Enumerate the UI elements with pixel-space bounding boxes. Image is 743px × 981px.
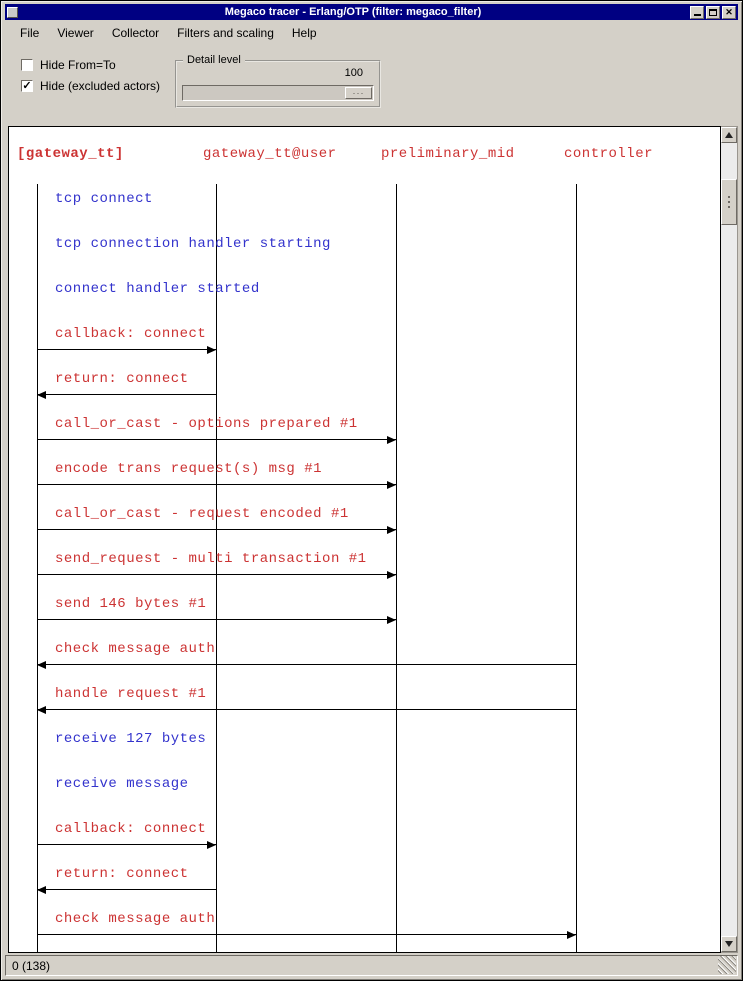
message-arrow-line <box>37 439 396 440</box>
actor-label[interactable]: controller <box>564 146 654 162</box>
message-arrow-line <box>37 349 216 350</box>
actor-label[interactable]: gateway_tt@user <box>203 146 337 162</box>
detail-level-value: 100 <box>344 67 363 79</box>
maximize-icon <box>709 8 717 16</box>
event-label[interactable]: call_or_cast - options prepared #1 <box>55 416 358 432</box>
detail-level-group: Detail level 100 ··· <box>175 54 381 108</box>
message-arrowhead <box>387 436 396 444</box>
event-label[interactable]: connect handler started <box>55 281 260 297</box>
window-title: Megaco tracer - Erlang/OTP (filter: mega… <box>224 5 482 18</box>
event-label[interactable]: receive 127 bytes <box>55 731 207 747</box>
menu-item-collector[interactable]: Collector <box>111 25 160 40</box>
event-label[interactable]: send 146 bytes #1 <box>55 596 207 612</box>
message-arrowhead <box>37 886 46 894</box>
message-arrow-line <box>37 529 396 530</box>
event-label[interactable]: return: connect <box>55 866 189 882</box>
scrollbar-thumb[interactable] <box>721 179 737 225</box>
message-arrowhead <box>207 841 216 849</box>
actor-lifeline <box>396 184 397 952</box>
scroll-down-button[interactable] <box>721 936 737 952</box>
hide-excluded-label: Hide (excluded actors) <box>40 79 161 93</box>
message-arrowhead <box>37 706 46 714</box>
message-arrow-line <box>37 844 216 845</box>
actor-lifeline <box>216 184 217 952</box>
menu-bar: File Viewer Collector Filters and scalin… <box>5 20 738 45</box>
event-label[interactable]: callback: connect <box>55 821 207 837</box>
message-arrow-line <box>37 934 576 935</box>
message-arrowhead <box>37 661 46 669</box>
status-text: 0 (138) <box>12 958 51 973</box>
scrollbar-track[interactable] <box>721 143 737 936</box>
message-arrow-line <box>37 574 396 575</box>
hide-fromto-checkbox[interactable] <box>21 59 33 71</box>
hide-fromto-row: Hide From=To <box>21 58 116 72</box>
titlebar: Megaco tracer - Erlang/OTP (filter: mega… <box>5 4 738 20</box>
event-label[interactable]: tcp connect <box>55 191 153 207</box>
message-arrow-line <box>37 664 576 665</box>
event-label[interactable]: handle request #1 <box>55 686 207 702</box>
sequence-canvas[interactable]: [gateway_tt] gateway_tt@user preliminary_m… <box>8 126 721 953</box>
thumb-grip-icon <box>728 201 730 203</box>
message-arrow-line <box>37 709 576 710</box>
hide-fromto-label: Hide From=To <box>40 58 116 72</box>
close-icon: ✕ <box>725 6 733 17</box>
slider-grip-icon: ··· <box>352 88 365 98</box>
message-arrowhead <box>387 526 396 534</box>
message-arrowhead <box>207 346 216 354</box>
controls-panel: Hide From=To Hide (excluded actors) Deta… <box>5 45 738 121</box>
close-button[interactable]: ✕ <box>722 5 736 19</box>
event-label[interactable]: return: connect <box>55 371 189 387</box>
message-arrow-line <box>37 889 216 890</box>
actor-label[interactable]: preliminary_mid <box>381 146 515 162</box>
actor-label[interactable]: [gateway_tt] <box>17 146 124 162</box>
menu-item-viewer[interactable]: Viewer <box>57 25 94 40</box>
hide-excluded-checkbox[interactable] <box>21 80 33 92</box>
menu-item-filters-and-scaling[interactable]: Filters and scaling <box>177 25 274 40</box>
minimize-icon <box>693 14 701 16</box>
event-label[interactable]: receive message <box>55 776 189 792</box>
arrow-up-icon <box>725 132 733 138</box>
message-arrowhead <box>387 616 396 624</box>
maximize-button[interactable] <box>706 5 720 19</box>
detail-level-slider-handle[interactable]: ··· <box>345 87 372 99</box>
menu-item-file[interactable]: File <box>20 25 40 40</box>
message-arrowhead <box>387 571 396 579</box>
detail-level-slider[interactable]: ··· <box>182 85 374 101</box>
vertical-scrollbar[interactable] <box>721 126 738 953</box>
message-arrow-line <box>37 394 216 395</box>
actor-lifeline <box>576 184 577 952</box>
event-label[interactable]: callback: connect <box>55 326 207 342</box>
message-arrowhead <box>387 481 396 489</box>
message-arrow-line <box>37 619 396 620</box>
event-label[interactable]: tcp connection handler starting <box>55 236 331 252</box>
event-label[interactable]: check message auth <box>55 911 216 927</box>
status-bar: 0 (138) <box>5 955 738 976</box>
message-arrow-line <box>37 484 396 485</box>
main-area: [gateway_tt] gateway_tt@user preliminary_m… <box>8 126 738 953</box>
message-arrowhead <box>37 391 46 399</box>
event-label[interactable]: send_request - multi transaction #1 <box>55 551 367 567</box>
detail-level-group-label: Detail level <box>183 54 245 66</box>
resize-grip[interactable] <box>718 956 736 974</box>
event-label[interactable]: check message auth <box>55 641 216 657</box>
scroll-up-button[interactable] <box>721 127 737 143</box>
event-label[interactable]: encode trans request(s) msg #1 <box>55 461 323 477</box>
event-label[interactable]: call_or_cast - request encoded #1 <box>55 506 349 522</box>
actor-lifeline <box>37 184 38 952</box>
arrow-down-icon <box>725 941 733 947</box>
window-menu-icon[interactable] <box>7 6 18 18</box>
minimize-button[interactable] <box>690 5 704 19</box>
hide-excluded-row: Hide (excluded actors) <box>21 79 160 93</box>
message-arrowhead <box>567 931 576 939</box>
menu-item-help[interactable]: Help <box>291 25 317 40</box>
